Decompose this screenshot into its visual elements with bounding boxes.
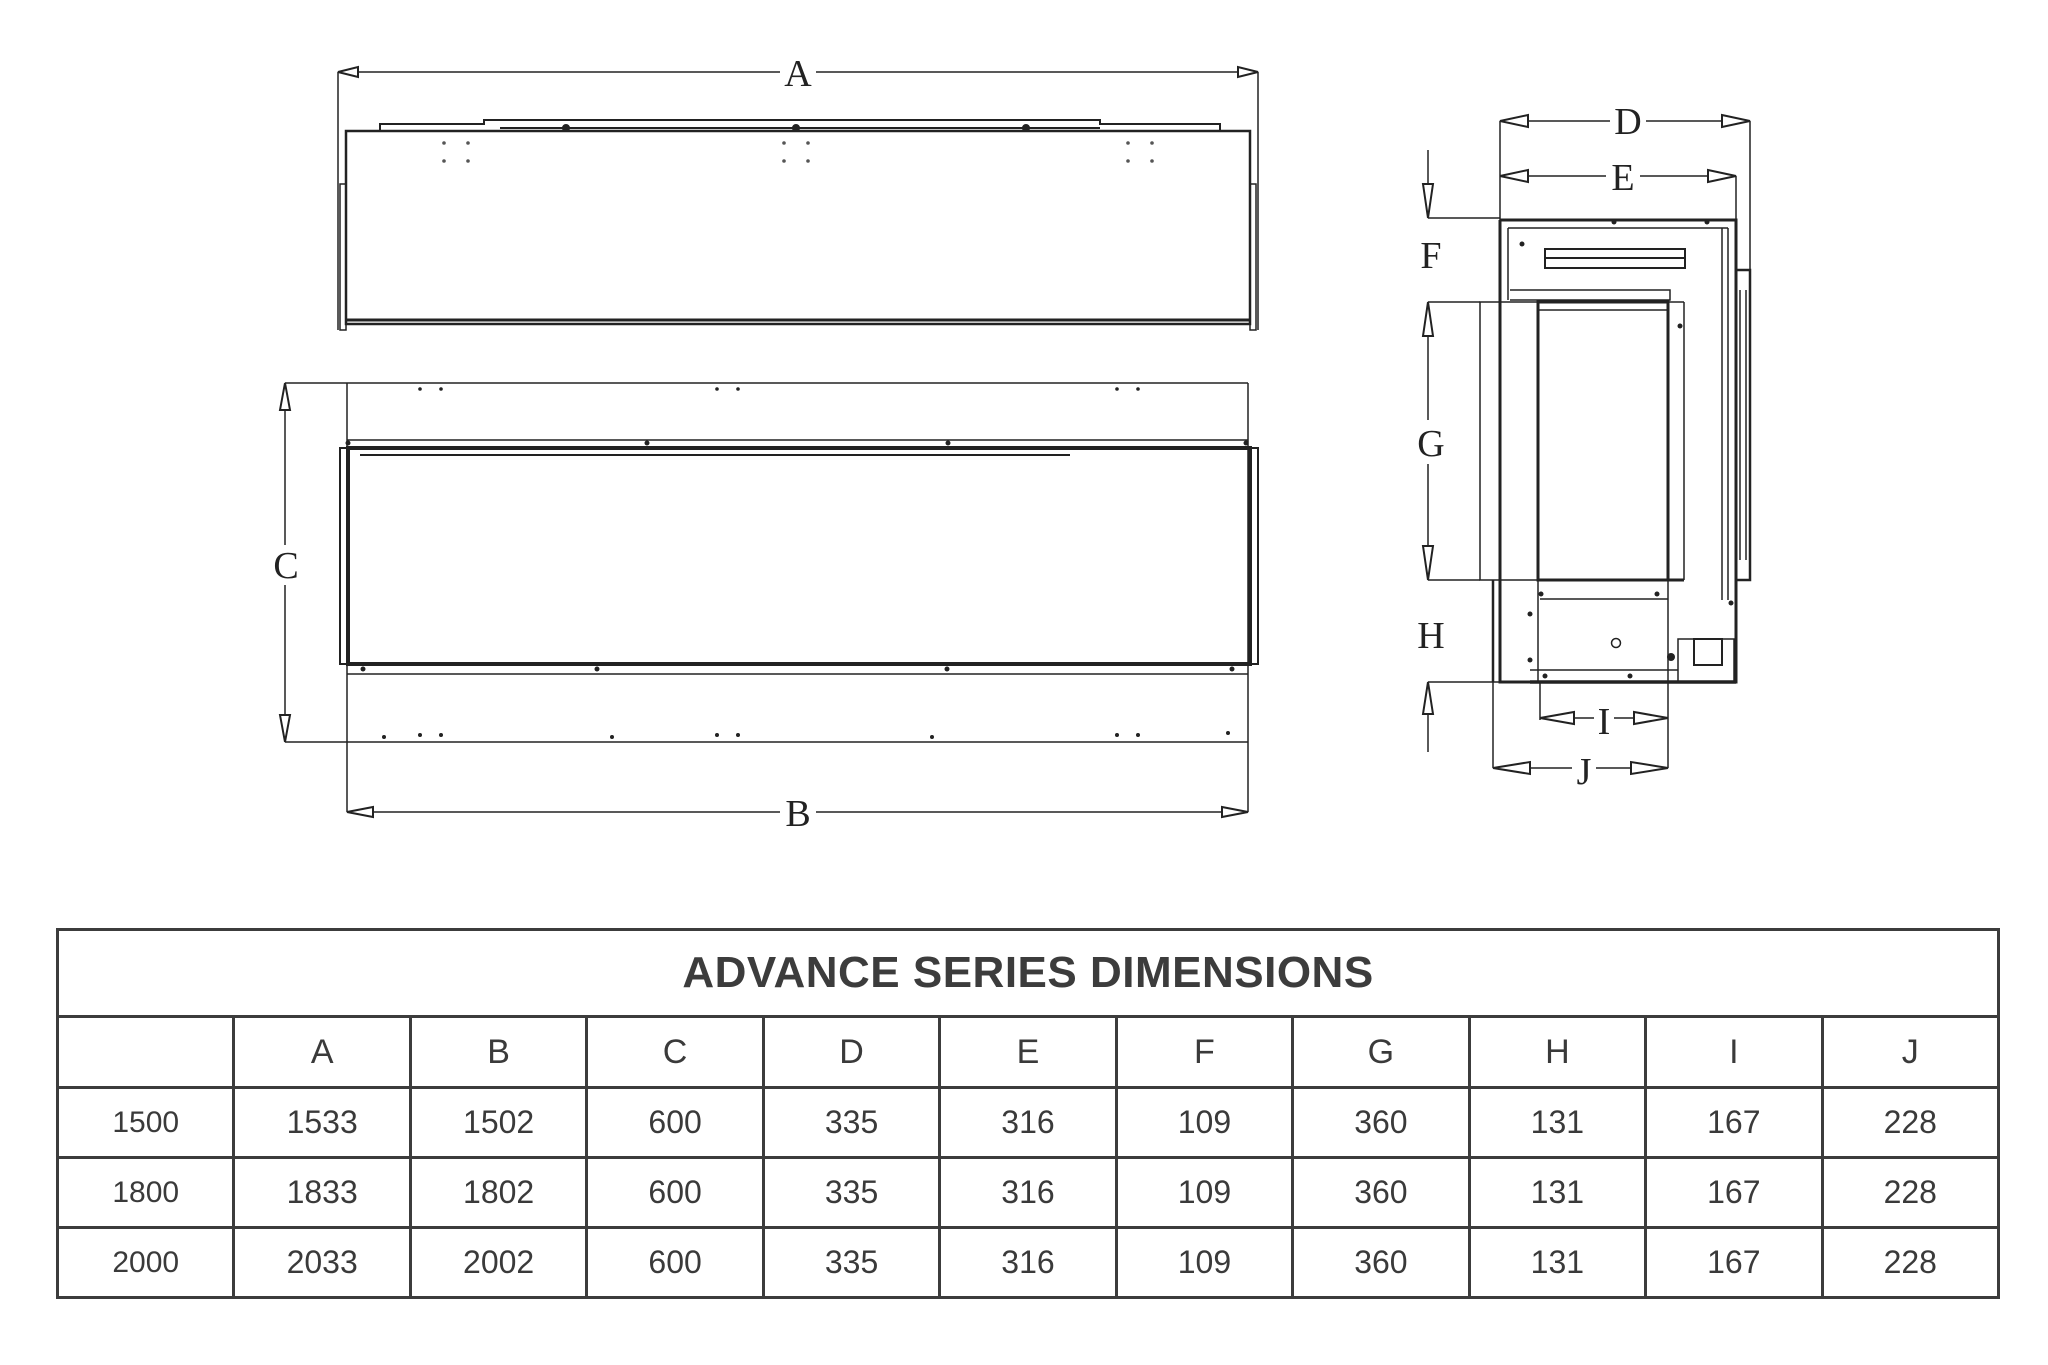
arrow-down-icon — [278, 714, 292, 743]
dimension-label-e: E — [1611, 157, 1634, 199]
cell-c: 600 — [585, 1226, 765, 1299]
dimension-label-h: H — [1417, 615, 1444, 657]
arrow-left-icon — [1499, 168, 1529, 184]
cell-f: 109 — [1114, 1086, 1295, 1159]
technical-drawing: A C B — [270, 52, 1752, 835]
cell-d: 335 — [761, 1226, 942, 1299]
table-header-row: A B C D E F G H I J — [55, 1015, 2001, 1089]
dimension-label-g: G — [1417, 423, 1444, 465]
table-row: 1800 1833 1802 600 335 316 109 360 131 1… — [55, 1156, 2001, 1229]
cell-g: 360 — [1291, 1086, 1471, 1159]
cell-c: 600 — [585, 1086, 765, 1159]
cell-e: 316 — [938, 1156, 1118, 1229]
model-cell: 1800 — [55, 1156, 236, 1229]
cell-a: 1833 — [232, 1156, 412, 1229]
table-row: 2000 2033 2002 600 335 316 109 360 131 1… — [55, 1226, 2001, 1299]
column-header-f: F — [1114, 1015, 1295, 1089]
arrow-up-icon — [278, 382, 292, 411]
dimension-label-f: F — [1420, 235, 1441, 277]
arrow-left-icon — [1499, 113, 1529, 129]
arrow-right-icon — [1630, 760, 1669, 776]
arrow-right-icon — [1721, 113, 1751, 129]
table-row: 1500 1533 1502 600 335 316 109 360 131 1… — [55, 1086, 2001, 1159]
arrow-left-icon — [1539, 710, 1575, 726]
dimension-label-a: A — [784, 53, 812, 95]
dimension-label-j: J — [1577, 751, 1592, 793]
cell-d: 335 — [761, 1156, 942, 1229]
cell-a: 2033 — [232, 1226, 412, 1299]
arrow-right-icon — [1633, 710, 1669, 726]
cell-f: 109 — [1114, 1156, 1295, 1229]
arrow-down-icon — [1421, 545, 1435, 581]
arrow-up-icon — [1421, 681, 1435, 715]
model-cell: 2000 — [55, 1226, 236, 1299]
arrow-right-icon — [1221, 805, 1249, 819]
cell-i: 167 — [1644, 1156, 1824, 1229]
column-header-h: H — [1467, 1015, 1648, 1089]
cell-e: 316 — [938, 1226, 1118, 1299]
side-section — [1415, 100, 1752, 788]
column-header-e: E — [938, 1015, 1118, 1089]
cell-j: 228 — [1820, 1156, 2001, 1229]
model-cell: 1500 — [55, 1086, 236, 1159]
cell-f: 109 — [1114, 1226, 1295, 1299]
cell-g: 360 — [1291, 1226, 1471, 1299]
arrow-left-icon — [1492, 760, 1531, 776]
cell-g: 360 — [1291, 1156, 1471, 1229]
dimension-label-i: I — [1598, 701, 1611, 743]
cell-j: 228 — [1820, 1086, 2001, 1159]
dimension-label-d: D — [1614, 101, 1641, 143]
column-header-d: D — [761, 1015, 942, 1089]
cell-h: 131 — [1467, 1226, 1648, 1299]
cell-b: 1502 — [408, 1086, 589, 1159]
dimensions-table-container: ADVANCE SERIES DIMENSIONS A B C D E F G … — [55, 928, 2001, 1299]
table-title: ADVANCE SERIES DIMENSIONS — [56, 928, 2000, 1018]
cell-d: 335 — [761, 1086, 942, 1159]
column-header-g: G — [1291, 1015, 1471, 1089]
cell-h: 131 — [1467, 1086, 1648, 1159]
cell-e: 316 — [938, 1086, 1118, 1159]
plan-view — [270, 382, 1259, 831]
column-header-a: A — [232, 1015, 412, 1089]
column-header-c: C — [585, 1015, 765, 1089]
arrow-left-icon — [346, 805, 374, 819]
column-header-b: B — [408, 1015, 589, 1089]
arrow-right-icon — [1237, 65, 1259, 79]
cell-b: 2002 — [408, 1226, 589, 1299]
arrow-down-icon — [1421, 183, 1435, 219]
cell-i: 167 — [1644, 1226, 1824, 1299]
dimension-label-b: B — [785, 793, 810, 835]
column-header-j: J — [1820, 1015, 2001, 1089]
cell-b: 1802 — [408, 1156, 589, 1229]
dimension-label-c: C — [273, 545, 298, 587]
column-header-i: I — [1644, 1015, 1824, 1089]
cell-h: 131 — [1467, 1156, 1648, 1229]
front-elevation — [337, 52, 1259, 331]
cell-c: 600 — [585, 1156, 765, 1229]
arrow-up-icon — [1421, 301, 1435, 337]
cell-i: 167 — [1644, 1086, 1824, 1159]
cell-a: 1533 — [232, 1086, 412, 1159]
arrow-right-icon — [1707, 168, 1737, 184]
arrow-left-icon — [337, 65, 359, 79]
cell-j: 228 — [1820, 1226, 2001, 1299]
column-header-model — [55, 1015, 236, 1089]
dimensions-table: ADVANCE SERIES DIMENSIONS A B C D E F G … — [55, 928, 2001, 1299]
